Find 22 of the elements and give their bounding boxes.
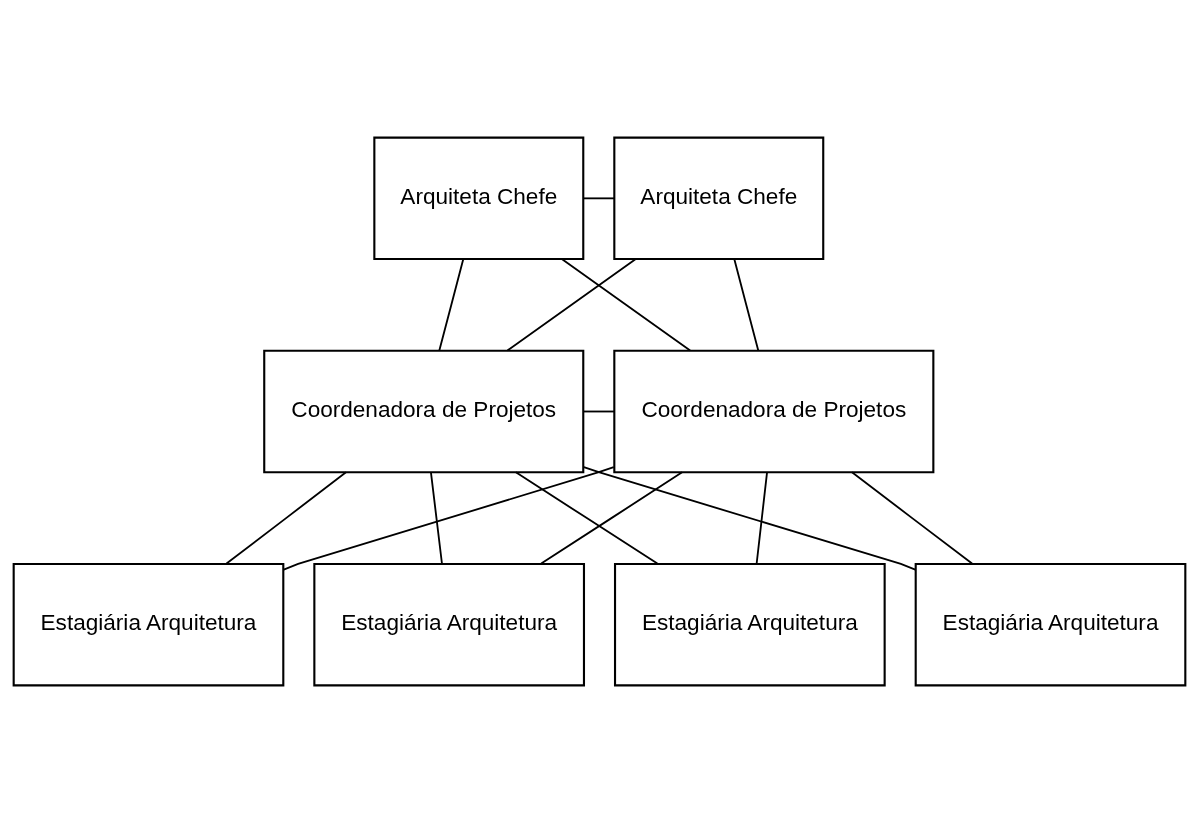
node-box: Arquiteta Chefe [373, 136, 585, 261]
connector [438, 258, 465, 352]
connector [582, 466, 917, 571]
connector [540, 471, 683, 565]
connector [514, 471, 659, 565]
node-box: Estagiária Arquitetura [914, 562, 1187, 687]
node-box: Coordenadora de Projetos [613, 349, 935, 474]
connector [755, 471, 768, 565]
connector [733, 258, 760, 352]
node-box: Arquiteta Chefe [613, 136, 825, 261]
node-box: Estagiária Arquitetura [613, 562, 886, 687]
connector [430, 471, 443, 565]
connector [225, 471, 347, 565]
node-box: Estagiária Arquitetura [12, 562, 285, 687]
connector [582, 197, 616, 200]
node-box: Estagiária Arquitetura [313, 562, 586, 687]
connector [561, 258, 692, 352]
connector [506, 258, 637, 352]
connector [851, 471, 973, 565]
connector [282, 466, 615, 571]
node-box: Coordenadora de Projetos [263, 349, 585, 474]
connector [583, 410, 615, 413]
